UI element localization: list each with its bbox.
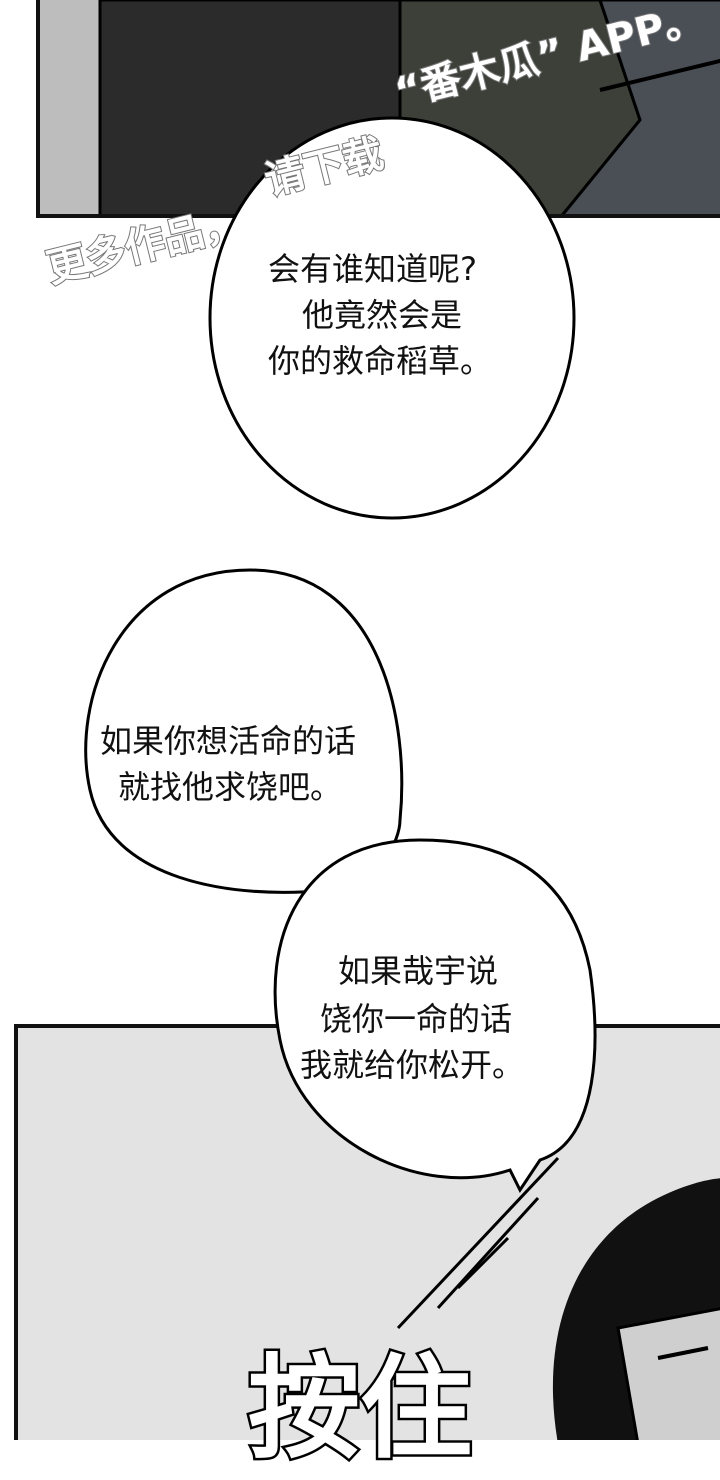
bubble-3-shape <box>273 838 597 1193</box>
bubble-2-line-2: 就找他求饶吧。 <box>118 768 343 806</box>
sound-effect-text: 按住 <box>246 1342 475 1477</box>
bubble-2-line-1: 如果你想活命的话 <box>100 722 357 760</box>
bubble-1-line-3: 你的救命稻草。 <box>268 342 493 380</box>
bubble-1-shape <box>208 116 576 520</box>
bubble-1-line-2: 他竟然会是 <box>302 296 463 334</box>
bubble-layer <box>84 116 597 1193</box>
bubble-3-line-2: 饶你一命的话 <box>320 1000 513 1038</box>
bubble-3-line-1: 如果哉宇说 <box>338 952 499 990</box>
bottom-panel-art <box>396 1156 720 1440</box>
bubble-2-shape <box>84 568 404 894</box>
bubble-3-line-3: 我就给你松开。 <box>300 1046 525 1084</box>
bubble-1-line-1: 会有谁知道呢? <box>268 250 477 288</box>
